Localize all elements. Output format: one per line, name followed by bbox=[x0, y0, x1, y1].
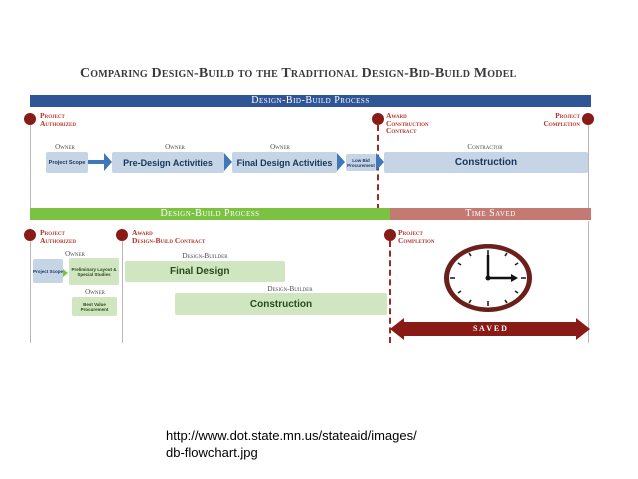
db-step-construction: Construction bbox=[175, 293, 387, 315]
db-owner2-label: Owner bbox=[85, 288, 105, 296]
db-process-bar: Design-Build Process bbox=[30, 208, 390, 220]
dbb-step-low-bid: Low Bid Procurement bbox=[346, 154, 376, 171]
dbb-completion-label: Project Completion bbox=[532, 112, 580, 127]
db-award-line1: Award bbox=[132, 228, 153, 237]
db-owner-label: Owner bbox=[65, 250, 85, 258]
db-authorized-line2: Authorized bbox=[40, 235, 76, 245]
dbb-contractor-label: Contractor bbox=[467, 143, 503, 151]
time-saved-bar: Time Saved bbox=[390, 208, 591, 220]
dbb-arrow-2 bbox=[224, 153, 232, 171]
dbb-completion-marker bbox=[582, 113, 594, 125]
db-builder-label-1: Design-Builder bbox=[182, 252, 228, 260]
db-step-final-design: Final Design bbox=[125, 261, 285, 282]
db-completion-line bbox=[389, 241, 391, 343]
dbb-award-line1: Award bbox=[386, 111, 407, 120]
dbb-step-final-design: Final Design Activities bbox=[232, 152, 337, 173]
db-award-line bbox=[122, 241, 123, 343]
dbb-arrow-4 bbox=[376, 153, 384, 171]
db-completion-marker bbox=[384, 229, 396, 241]
dbb-completion-line1: Project bbox=[555, 111, 580, 120]
diagram-title: Comparing Design-Build to the Traditiona… bbox=[80, 66, 517, 81]
db-award-label: Award Design-Build Contract bbox=[132, 229, 205, 244]
dbb-authorized-marker bbox=[24, 113, 36, 125]
dbb-owner-label-1: Owner bbox=[55, 143, 75, 151]
dbb-step-construction: Construction bbox=[384, 152, 588, 173]
db-authorized-marker bbox=[24, 229, 36, 241]
db-completion-line1: Project bbox=[398, 228, 423, 237]
dbb-authorized-line2: Authorized bbox=[40, 118, 76, 128]
source-url-line2: db-flowchart.jpg bbox=[166, 445, 258, 460]
dbb-step-project-scope: Project Scope bbox=[46, 152, 88, 173]
saved-arrow-shaft bbox=[402, 322, 578, 336]
db-completion-label: Project Completion bbox=[398, 229, 435, 244]
db-left-line bbox=[30, 241, 31, 343]
db-step-best-value: Best Value Procurement bbox=[72, 297, 117, 316]
dbb-owner-label-2: Owner bbox=[165, 143, 185, 151]
db-step-project-scope: Project Scope bbox=[33, 259, 63, 283]
clock-icon bbox=[444, 244, 532, 312]
dbb-award-line2: Construction bbox=[386, 118, 429, 128]
dbb-award-line3: Contract bbox=[386, 126, 417, 135]
db-authorized-label: Project Authorized bbox=[40, 229, 76, 244]
dbb-authorized-label: Project Authorized bbox=[40, 112, 76, 127]
saved-arrow: S A V E D bbox=[390, 318, 590, 340]
dbb-right-line bbox=[588, 125, 589, 210]
db-completion-line2: Completion bbox=[398, 235, 435, 245]
dbb-process-bar: Design-Bid-Build Process bbox=[30, 95, 591, 107]
db-builder-label-2: Design-Builder bbox=[267, 285, 313, 293]
db-step-preliminary: Preliminary Layout & Special Studies bbox=[69, 258, 119, 285]
saved-label: S A V E D bbox=[473, 324, 507, 333]
dbb-award-marker bbox=[372, 113, 384, 125]
dbb-arrow-1-shaft bbox=[88, 160, 105, 164]
db-right-line bbox=[588, 221, 589, 343]
dbb-arrow-1 bbox=[104, 153, 112, 171]
source-url: http://www.dot.state.mn.us/stateaid/imag… bbox=[166, 428, 417, 460]
source-url-line1: http://www.dot.state.mn.us/stateaid/imag… bbox=[166, 428, 417, 443]
db-award-line2: Design-Build Contract bbox=[132, 235, 206, 245]
db-award-marker bbox=[116, 229, 128, 241]
dbb-left-line bbox=[30, 125, 31, 210]
db-authorized-line1: Project bbox=[40, 228, 65, 237]
db-arrow-scope bbox=[63, 269, 68, 277]
dbb-arrow-3 bbox=[337, 153, 345, 171]
saved-arrow-right-head bbox=[576, 318, 590, 340]
dbb-owner-label-3: Owner bbox=[270, 143, 290, 151]
saved-arrow-left-head bbox=[390, 318, 404, 340]
dbb-completion-line2: Completion bbox=[543, 118, 580, 128]
dbb-step-pre-design: Pre-Design Activities bbox=[112, 152, 224, 173]
dbb-authorized-line1: Project bbox=[40, 111, 65, 120]
dbb-award-label: Award Construction Contract bbox=[386, 112, 429, 135]
